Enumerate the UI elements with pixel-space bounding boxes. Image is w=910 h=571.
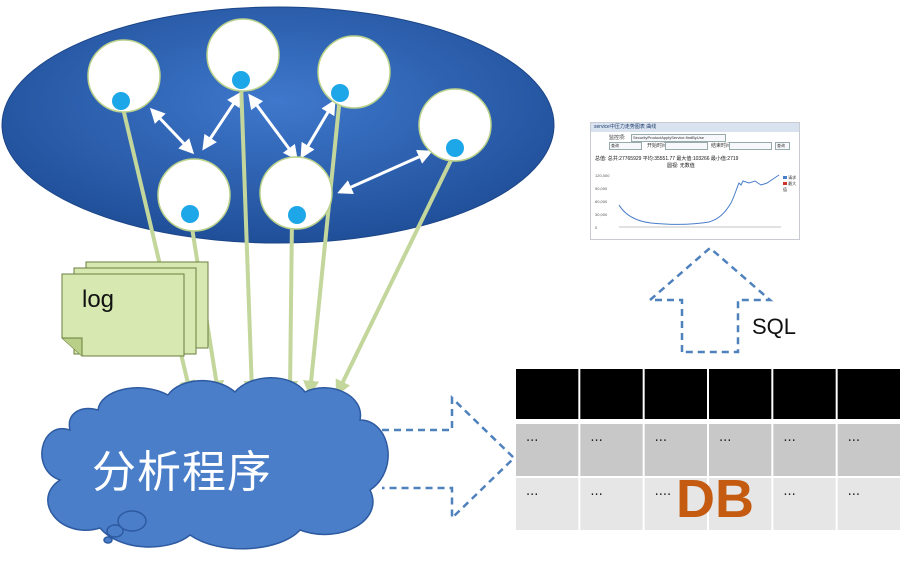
- legend-label-1: 请求: [788, 175, 797, 180]
- link-n4-n5: [300, 99, 336, 159]
- end-time-input[interactable]: [729, 142, 772, 150]
- output-dashed-arrow: [382, 395, 516, 521]
- monitor-chart-title: service中压力走势图表 曲线: [591, 123, 799, 132]
- start-time-input[interactable]: [665, 142, 708, 150]
- sql-label: SQL: [752, 314, 797, 339]
- flow-arrow-5: [303, 95, 342, 397]
- db-cell-text: ...: [783, 484, 796, 499]
- server-node-5: [157, 158, 231, 232]
- flow-arrow-3: [239, 81, 260, 397]
- db-cell-text: ...: [526, 484, 539, 499]
- db-header-cell: [773, 369, 836, 419]
- server-node-6: [259, 156, 333, 230]
- monitor-toolbar: 监控项: SecurityProductApplyService.findByU…: [595, 134, 793, 150]
- db-cell-text: ...: [590, 430, 603, 445]
- db-cell: [773, 478, 836, 530]
- db-cell: [580, 424, 643, 476]
- server-node-4: [418, 88, 492, 162]
- db-cell: [773, 424, 836, 476]
- db-header-cell: [516, 369, 579, 419]
- monitor-item-label: 监控项:: [609, 135, 626, 141]
- monitor-line-plot: [618, 174, 781, 228]
- query-type-select[interactable]: 查询: [609, 142, 642, 150]
- db-header-cell: [837, 369, 900, 419]
- db-table: [516, 369, 900, 530]
- db-cell: [644, 424, 707, 476]
- link-n2-n3: [202, 91, 242, 151]
- start-time-label: 开始时间:: [647, 143, 669, 149]
- db-cell: [580, 478, 643, 530]
- db-cell-text: ....: [654, 484, 672, 499]
- legend-item-2: 最大值: [783, 181, 799, 193]
- monitor-y-tick: 90,000: [595, 186, 608, 191]
- db-cell: [837, 424, 900, 476]
- server-node-3: [317, 35, 391, 109]
- flow-arrow-4: [282, 217, 299, 397]
- monitor-chart-screenshot: service中压力走势图表 曲线 监控项: SecurityProductAp…: [590, 122, 800, 240]
- db-header-cell: [580, 369, 643, 419]
- db-cell-text: ...: [654, 430, 668, 445]
- analysis-cloud: [41, 377, 389, 550]
- db-cell: [516, 478, 579, 530]
- db-cell-text: ...: [719, 430, 732, 445]
- legend-label-2: 最大值: [783, 181, 797, 192]
- log-files-icon: [61, 261, 209, 357]
- log-flow-arrows: [120, 81, 458, 397]
- monitor-y-tick: 60,000: [595, 199, 608, 204]
- query-button[interactable]: 查询: [775, 142, 790, 150]
- db-cell: [644, 478, 707, 530]
- db-header-cell: [644, 369, 707, 419]
- monitor-item-select[interactable]: SecurityProductApplyService.findByUse: [631, 134, 726, 142]
- link-n4-n6: [337, 150, 433, 194]
- db-cell: [709, 478, 772, 530]
- flow-arrow-6: [335, 149, 458, 397]
- db-cell: [516, 424, 579, 476]
- db-header-cell: [709, 369, 772, 419]
- link-n1-n2: [149, 107, 195, 155]
- server-nodes: [87, 18, 492, 232]
- db-label: DB: [676, 469, 754, 529]
- sql-dashed-arrow: [646, 246, 774, 354]
- legend-item-1: 请求: [783, 175, 796, 181]
- db-cell: [709, 424, 772, 476]
- db-cell: [837, 478, 900, 530]
- db-cell-text: ...: [783, 430, 796, 445]
- server-node-1: [87, 39, 161, 113]
- link-n3-n4: [248, 93, 298, 161]
- db-cell-text: ...: [590, 484, 603, 499]
- monitor-stats: 总值: 总共:27765929 平均:35551.77 最大值:103266 最…: [595, 156, 739, 162]
- monitor-y-tick: 0: [595, 225, 598, 230]
- db-cell-text: ...: [526, 430, 539, 445]
- monitor-y-tick: 30,000: [595, 212, 608, 217]
- node-links: [149, 91, 433, 194]
- analysis-program-label: 分析程序: [92, 448, 272, 497]
- monitor-series-line: [618, 174, 780, 225]
- end-time-label: 结束时间:: [711, 143, 733, 149]
- log-label: log: [82, 286, 115, 313]
- db-cell-text: ...: [847, 484, 861, 499]
- monitor-subtitle: 圆视: 无数值: [667, 163, 695, 169]
- server-node-2: [206, 18, 280, 92]
- db-cell-text: ...: [847, 430, 861, 445]
- monitor-y-tick: 120,000: [595, 173, 610, 178]
